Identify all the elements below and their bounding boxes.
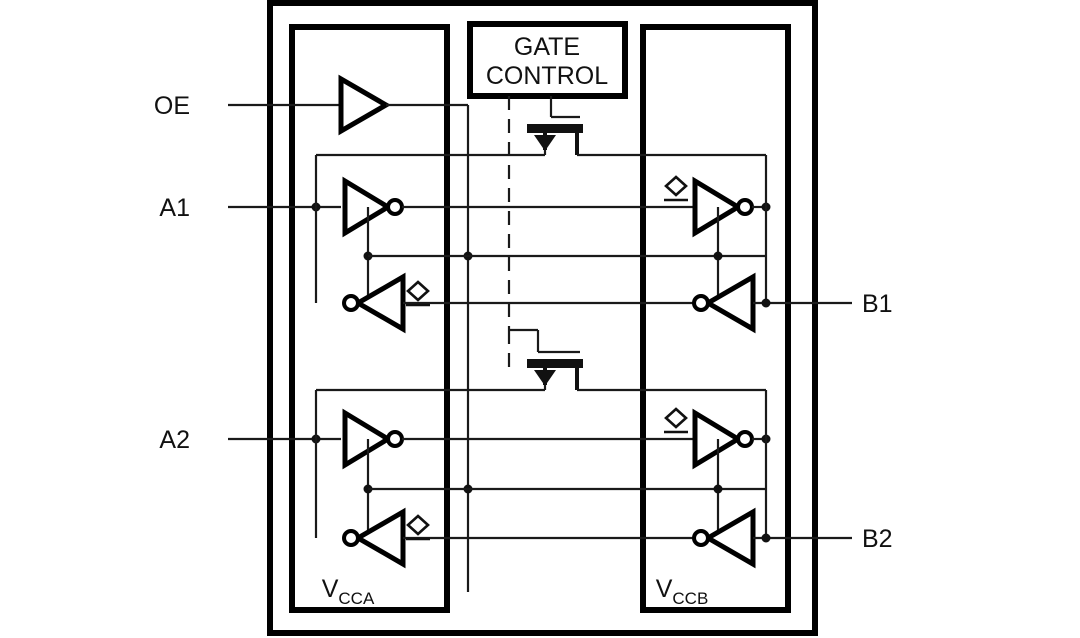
vcca-rail-label: VCCA (322, 575, 375, 608)
pin-label-b2: B2 (862, 525, 893, 553)
b1-transmit-inverter-gate (692, 176, 743, 238)
vcca-domain-box (289, 24, 450, 613)
pin-label-oe: OE (154, 92, 190, 120)
vccb-rail-label: VCCB (656, 575, 709, 608)
a1-receive-inverter-gate (353, 272, 406, 334)
pin-label-a1: A1 (159, 194, 190, 222)
a2-receive-inverter-bubble (342, 529, 360, 547)
pin-label-a2: A2 (159, 426, 190, 454)
gate-control-label-line2: CONTROL (486, 62, 608, 90)
b1-transmit-inverter-bubble (736, 198, 754, 216)
b2-transmit-inverter-bubble (736, 430, 754, 448)
vcca-rail-label-sub: CCA (338, 589, 375, 608)
b2-transmit-inverter-gate (692, 408, 743, 470)
b1-receive-inverter-bubble (692, 294, 710, 312)
b2-pin-node-dot (761, 533, 771, 543)
gate-control-box (467, 21, 628, 99)
a2-inverter-gate (342, 408, 393, 470)
b2-receive-inverter-bubble (692, 529, 710, 547)
a1-inverter-bubble (386, 198, 404, 216)
b2-enable-tap-dot (713, 484, 723, 494)
pin-label-b1: B1 (862, 290, 893, 318)
upper-fet-channel-bar (527, 124, 583, 133)
a2-receive-open-drain-icon (406, 514, 430, 536)
a1-inverter-gate (342, 176, 393, 238)
device-outline (267, 0, 818, 636)
oe-buffer-gate (338, 74, 391, 136)
b2-receive-inverter-gate (703, 507, 756, 569)
a1-receive-open-drain-icon (406, 280, 430, 302)
vcca-rail-label-main: V (322, 575, 339, 603)
b1-transmit-open-drain-icon (664, 175, 688, 197)
b1-enable-tap-dot (713, 251, 723, 261)
lower-fet-channel-bar (527, 359, 583, 368)
a2-inverter-bubble (386, 430, 404, 448)
b1-receive-inverter-gate (703, 272, 756, 334)
vccb-rail-label-sub: CCB (672, 589, 708, 608)
b1-pin-node-dot (761, 298, 771, 308)
a2-receive-inverter-gate (353, 507, 406, 569)
gate-control-label-line1: GATE (514, 33, 580, 61)
b2-transmit-open-drain-icon (664, 407, 688, 429)
vccb-domain-box (640, 24, 791, 613)
vccb-rail-label-main: V (656, 575, 673, 603)
a1-receive-inverter-bubble (342, 294, 360, 312)
